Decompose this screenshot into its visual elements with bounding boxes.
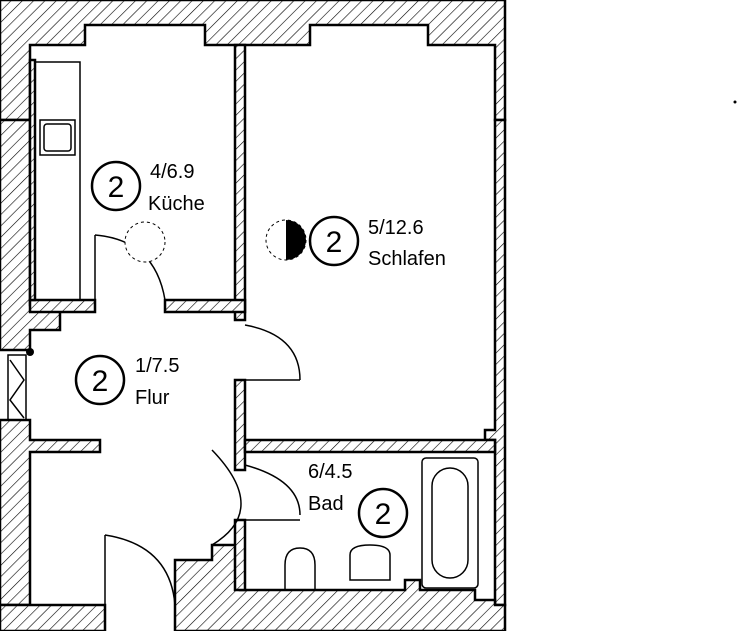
outer-walls [0,0,507,631]
stray-dot [733,100,737,104]
bedroom-area: 5/12.6 [368,217,424,239]
hallway-area: 1/7.5 [135,355,179,377]
badge-kitchen: 2 [90,160,142,212]
badge-bedroom: 2 [308,215,360,267]
bathroom-area: 6/4.5 [308,461,352,483]
interior-walls [28,43,497,592]
kitchen-counter [34,61,81,301]
ceiling-lamp-bedroom [265,219,307,261]
ceiling-lamp-kitchen [124,221,166,263]
bathtub [421,457,479,589]
bathroom-name: Bad [308,493,344,515]
sink [349,544,391,581]
door-swings [94,234,301,606]
badge-bedroom-number: 2 [326,226,343,259]
badge-bathroom-number: 2 [375,498,392,531]
badge-hallway-number: 2 [92,365,109,398]
hallway-name: Flur [135,387,170,409]
badge-hallway: 2 [74,354,126,406]
badge-kitchen-number: 2 [108,171,125,204]
kitchen-area: 4/6.9 [150,161,194,183]
toilet [284,547,316,590]
badge-bathroom: 2 [357,487,409,539]
radiator [7,348,34,421]
kitchen-name: Küche [148,193,205,215]
bedroom-name: Schlafen [368,248,446,270]
